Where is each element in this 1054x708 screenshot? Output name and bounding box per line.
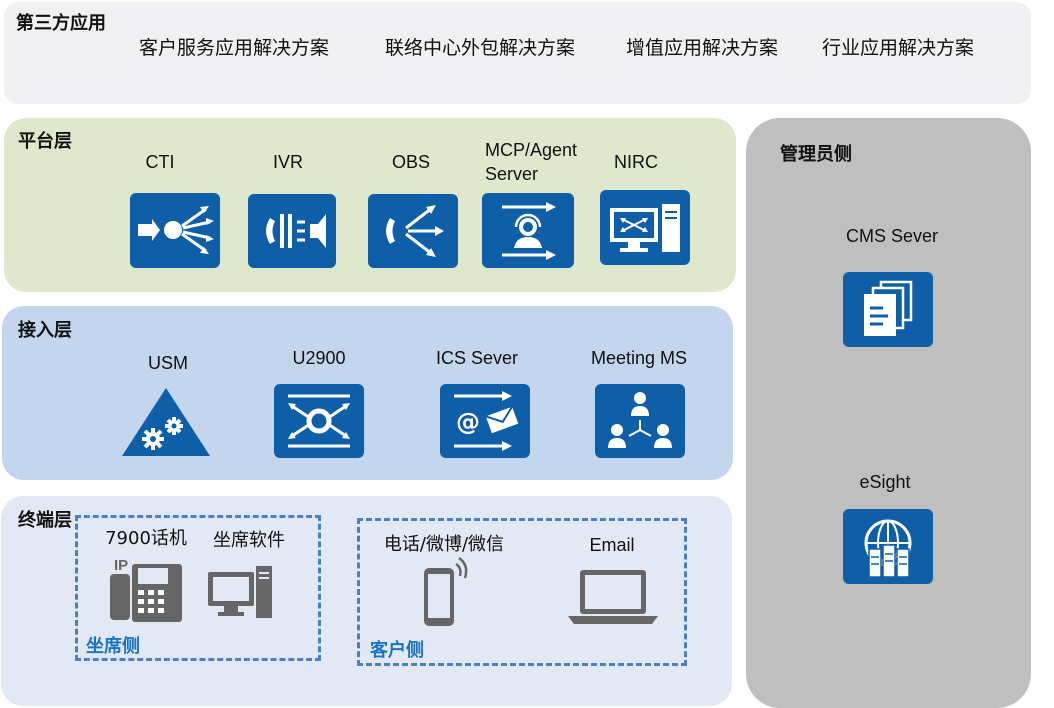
u2900-label: U2900 (292, 348, 346, 368)
agent-pc-icon (206, 566, 274, 618)
admin-title: 管理员侧 (780, 144, 852, 165)
cti-label: CTI (145, 152, 175, 172)
ivr-label: IVR (272, 152, 303, 172)
third-party-panel (4, 2, 1031, 104)
terminal-title: 终端层 (18, 510, 72, 531)
ip-phone-ip-text: IP (114, 557, 128, 574)
cms-icon (843, 272, 933, 347)
agent-server-icon (482, 193, 574, 268)
ics-icon: @ (440, 384, 530, 458)
svg-text:@: @ (456, 408, 480, 436)
usm-label: USM (148, 353, 188, 373)
email-label: Email (589, 535, 635, 555)
ip-phone-label: 7900话机 (105, 528, 187, 549)
ip-phone-icon: IP (108, 556, 184, 622)
esight-label: eSight (859, 472, 911, 492)
third-party-item-value-added: 增值应用解决方案 (626, 37, 779, 59)
obs-icon (368, 194, 458, 268)
agent-side-label: 坐席侧 (86, 636, 140, 657)
third-party-item-outsourcing: 联络中心外包解决方案 (385, 37, 576, 59)
laptop-icon (568, 568, 658, 626)
phone-weibo-wechat-label: 电话/微博/微信 (383, 534, 505, 555)
agent-software-label: 坐席软件 (213, 530, 285, 551)
meeting-icon (595, 384, 685, 458)
platform-title: 平台层 (18, 131, 72, 152)
ics-label: ICS Sever (435, 348, 519, 368)
meeting-label: Meeting MS (590, 348, 688, 368)
customer-side-group (357, 518, 687, 666)
admin-panel (746, 118, 1031, 708)
usm-icon (120, 386, 212, 458)
nirc-icon (600, 190, 690, 265)
smartphone-icon (422, 556, 468, 628)
customer-side-label: 客户侧 (370, 640, 424, 661)
third-party-item-industry: 行业应用解决方案 (822, 37, 975, 59)
nirc-label: NIRC (614, 152, 658, 172)
esight-icon (843, 509, 933, 584)
access-title: 接入层 (18, 320, 72, 341)
obs-label: OBS (391, 152, 430, 172)
agent-side-group (75, 515, 321, 661)
cti-icon (130, 193, 220, 268)
cms-label: CMS Sever (845, 226, 939, 246)
u2900-icon (274, 384, 364, 458)
third-party-item-customer-service: 客户服务应用解决方案 (139, 37, 330, 59)
agent-server-label: MCP/Agent Server (485, 140, 578, 184)
ivr-icon (248, 194, 336, 268)
third-party-title: 第三方应用 (16, 13, 106, 34)
